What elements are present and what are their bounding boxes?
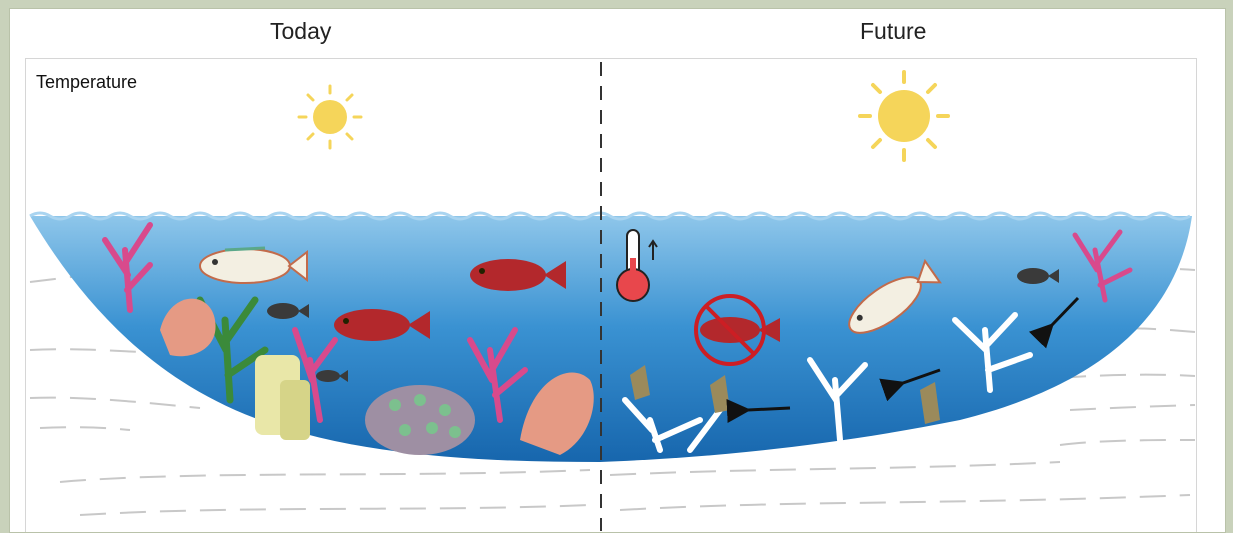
sun-icon [299, 86, 361, 148]
sun-icon [860, 72, 948, 160]
